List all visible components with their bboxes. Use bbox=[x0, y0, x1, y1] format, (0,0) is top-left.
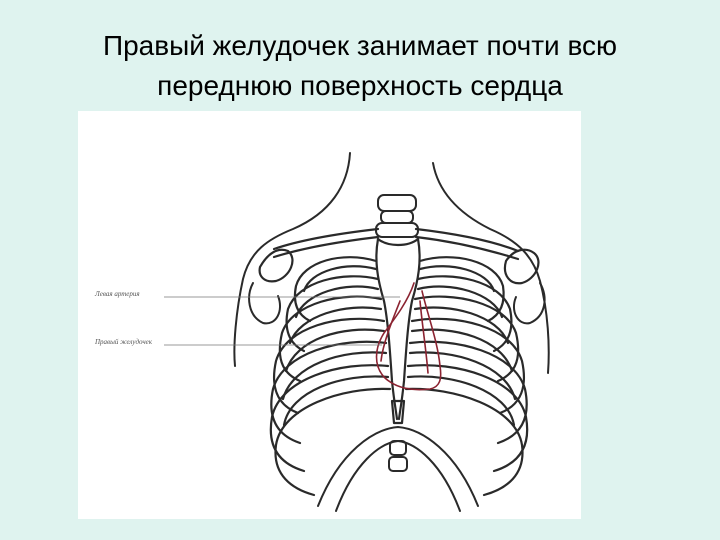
sternum bbox=[375, 237, 421, 425]
callout-label-ventricle: Правый желудочек bbox=[95, 338, 153, 346]
heart-outline bbox=[375, 282, 442, 391]
slide-title-line-1: Правый желудочек занимает почти всю bbox=[102, 30, 618, 61]
ribs-left bbox=[269, 256, 392, 497]
callout-lines bbox=[164, 296, 400, 346]
shoulder-heads bbox=[248, 282, 546, 325]
slide-title-line-2: переднюю поверхность сердца bbox=[157, 70, 563, 101]
slide-title: Правый желудочек занимает почти всю пере… bbox=[0, 26, 720, 106]
clavicle-left bbox=[258, 227, 380, 283]
clavicle-right bbox=[414, 227, 540, 285]
costal-margin bbox=[317, 426, 479, 512]
thorax-illustration: Левая артерия Правый желудочек bbox=[78, 111, 581, 519]
ribs-right bbox=[404, 256, 529, 497]
vertebra bbox=[375, 194, 419, 238]
callout-label-aorta: Левая артерия bbox=[95, 290, 140, 298]
thorax-drawing bbox=[164, 152, 550, 512]
